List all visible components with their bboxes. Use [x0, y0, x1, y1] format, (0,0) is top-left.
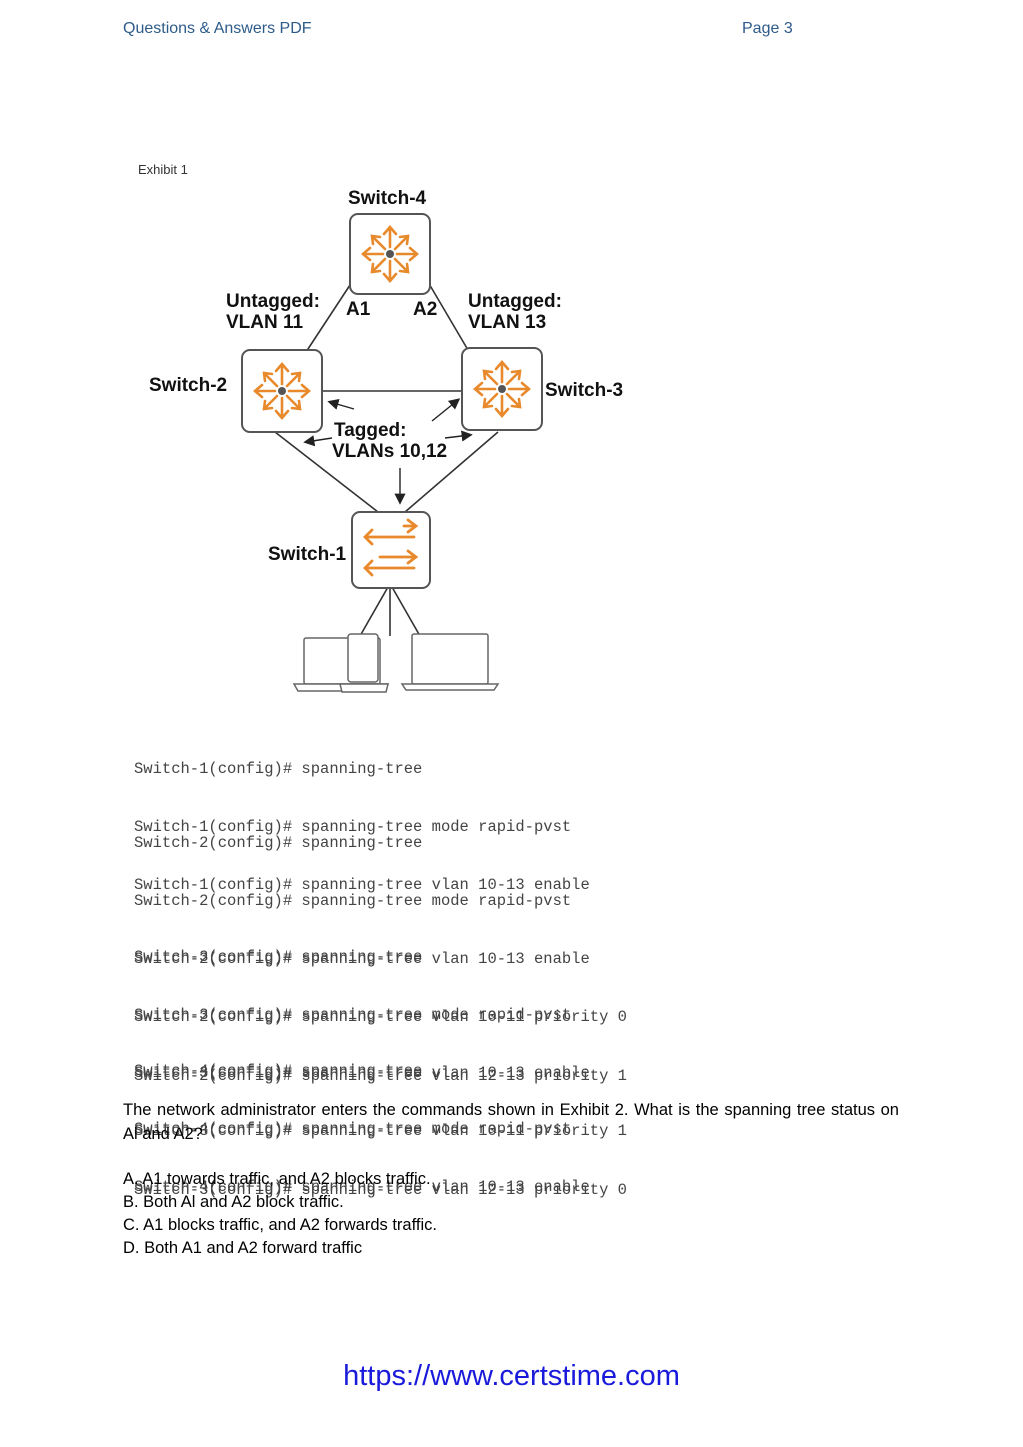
- switch-2-node: [241, 349, 323, 433]
- config-line: Switch-2(config)# spanning-tree mode rap…: [134, 892, 572, 911]
- config-line: Switch-3(config)# spanning-tree vlan 10-…: [134, 1122, 627, 1141]
- switch-arrows-icon: [363, 518, 419, 577]
- untagged-left-line1: Untagged:: [226, 291, 320, 312]
- question-text: The network administrator enters the com…: [123, 1101, 899, 1143]
- config-line: Switch-4(config)# spanning-tree mode rap…: [134, 1120, 572, 1139]
- link-client-right: [391, 586, 421, 637]
- exhibit-label: Exhibit 1: [138, 162, 188, 177]
- link-a1: [305, 281, 353, 353]
- option-c: C. A1 blocks traffic, and A2 forwards tr…: [123, 1216, 437, 1234]
- config-line: Switch-2(config)# spanning-tree vlan 12-…: [134, 1066, 627, 1085]
- config-line: Switch-2(config)# spanning-tree vlan 10-…: [134, 1008, 627, 1027]
- footer-link[interactable]: https://www.certstime.com: [343, 1360, 680, 1392]
- page-number: Page 3: [742, 20, 793, 37]
- tagged-line1: Tagged:: [334, 420, 406, 441]
- config-line: Switch-2(config)# spanning-tree vlan 10-…: [134, 950, 590, 969]
- config-block-switch-2: Switch-2(config)# spanning-tree Switch-2…: [134, 795, 627, 1106]
- router-icon: [473, 360, 531, 418]
- config-line: Switch-4(config)# spanning-tree: [134, 1061, 423, 1080]
- option-b: B. Both Al and A2 block traffic.: [123, 1193, 344, 1211]
- laptop-icon: [411, 633, 489, 685]
- link-a2: [427, 281, 469, 351]
- option-d: D. Both A1 and A2 forward traffic: [123, 1239, 363, 1257]
- switch-1-label: Switch-1: [268, 544, 347, 565]
- tagged-line2: VLANs 10,12: [332, 441, 447, 462]
- switch-4-label: Switch-4: [348, 188, 427, 209]
- tagged-arrow-lowright: [444, 430, 473, 442]
- untagged-right-line1: Untagged:: [468, 291, 562, 312]
- tagged-arrow-left: [327, 398, 355, 410]
- link-client-left: [359, 586, 389, 637]
- port-a2-label: A2: [413, 299, 437, 320]
- tagged-arrow-lowleft: [303, 435, 333, 447]
- config-line: Switch-3(config)# spanning-tree mode rap…: [134, 1006, 572, 1025]
- config-line: Switch-2(config)# spanning-tree: [134, 833, 423, 852]
- client-devices: [292, 633, 500, 693]
- config-line: Switch-4(config)# spanning-tree vlan 10-…: [134, 1178, 590, 1197]
- network-links: [274, 281, 499, 637]
- untagged-left-line2: VLAN 11: [226, 312, 304, 333]
- config-block-switch-1: Switch-1(config)# spanning-tree Switch-1…: [134, 721, 590, 915]
- port-a1-label: A1: [346, 299, 371, 320]
- answer-options: A. A1 towards traffic, and A2 blocks tra…: [123, 1168, 437, 1260]
- link-switch2-switch1: [274, 431, 379, 513]
- switch-2-label: Switch-2: [149, 375, 227, 396]
- config-block-switch-4: Switch-4(config)# spanning-tree Switch-4…: [134, 1023, 590, 1217]
- switch-1-node: [351, 511, 431, 589]
- switch-3-node: [461, 347, 543, 431]
- router-icon: [253, 362, 311, 420]
- config-line: Switch-3(config)# spanning-tree: [134, 947, 423, 966]
- config-line: Switch-3(config)# spanning-tree vlan 10-…: [134, 1064, 590, 1083]
- config-block-switch-3: Switch-3(config)# spanning-tree Switch-3…: [134, 909, 627, 1220]
- tagged-arrow-upright: [431, 398, 461, 422]
- untagged-right-line2: VLAN 13: [468, 312, 546, 333]
- option-a: A. A1 towards traffic, and A2 blocks tra…: [123, 1170, 431, 1188]
- config-line: Switch-1(config)# spanning-tree: [134, 759, 423, 778]
- header-title: Questions & Answers PDF: [123, 20, 312, 37]
- desktop-icon: [347, 633, 379, 683]
- config-line: Switch-3(config)# spanning-tree vlan 12-…: [134, 1180, 627, 1199]
- router-icon: [361, 225, 419, 283]
- link-switch3-switch1: [404, 431, 499, 513]
- switch-4-node: [349, 213, 431, 295]
- network-topology-diagram: Switch-4 Switch-2 Switch-3 Switch-1 A1 A…: [149, 188, 623, 693]
- config-line: Switch-1(config)# spanning-tree vlan 10-…: [134, 876, 590, 895]
- config-line: Switch-1(config)# spanning-tree mode rap…: [134, 818, 572, 837]
- switch-3-label: Switch-3: [545, 380, 623, 401]
